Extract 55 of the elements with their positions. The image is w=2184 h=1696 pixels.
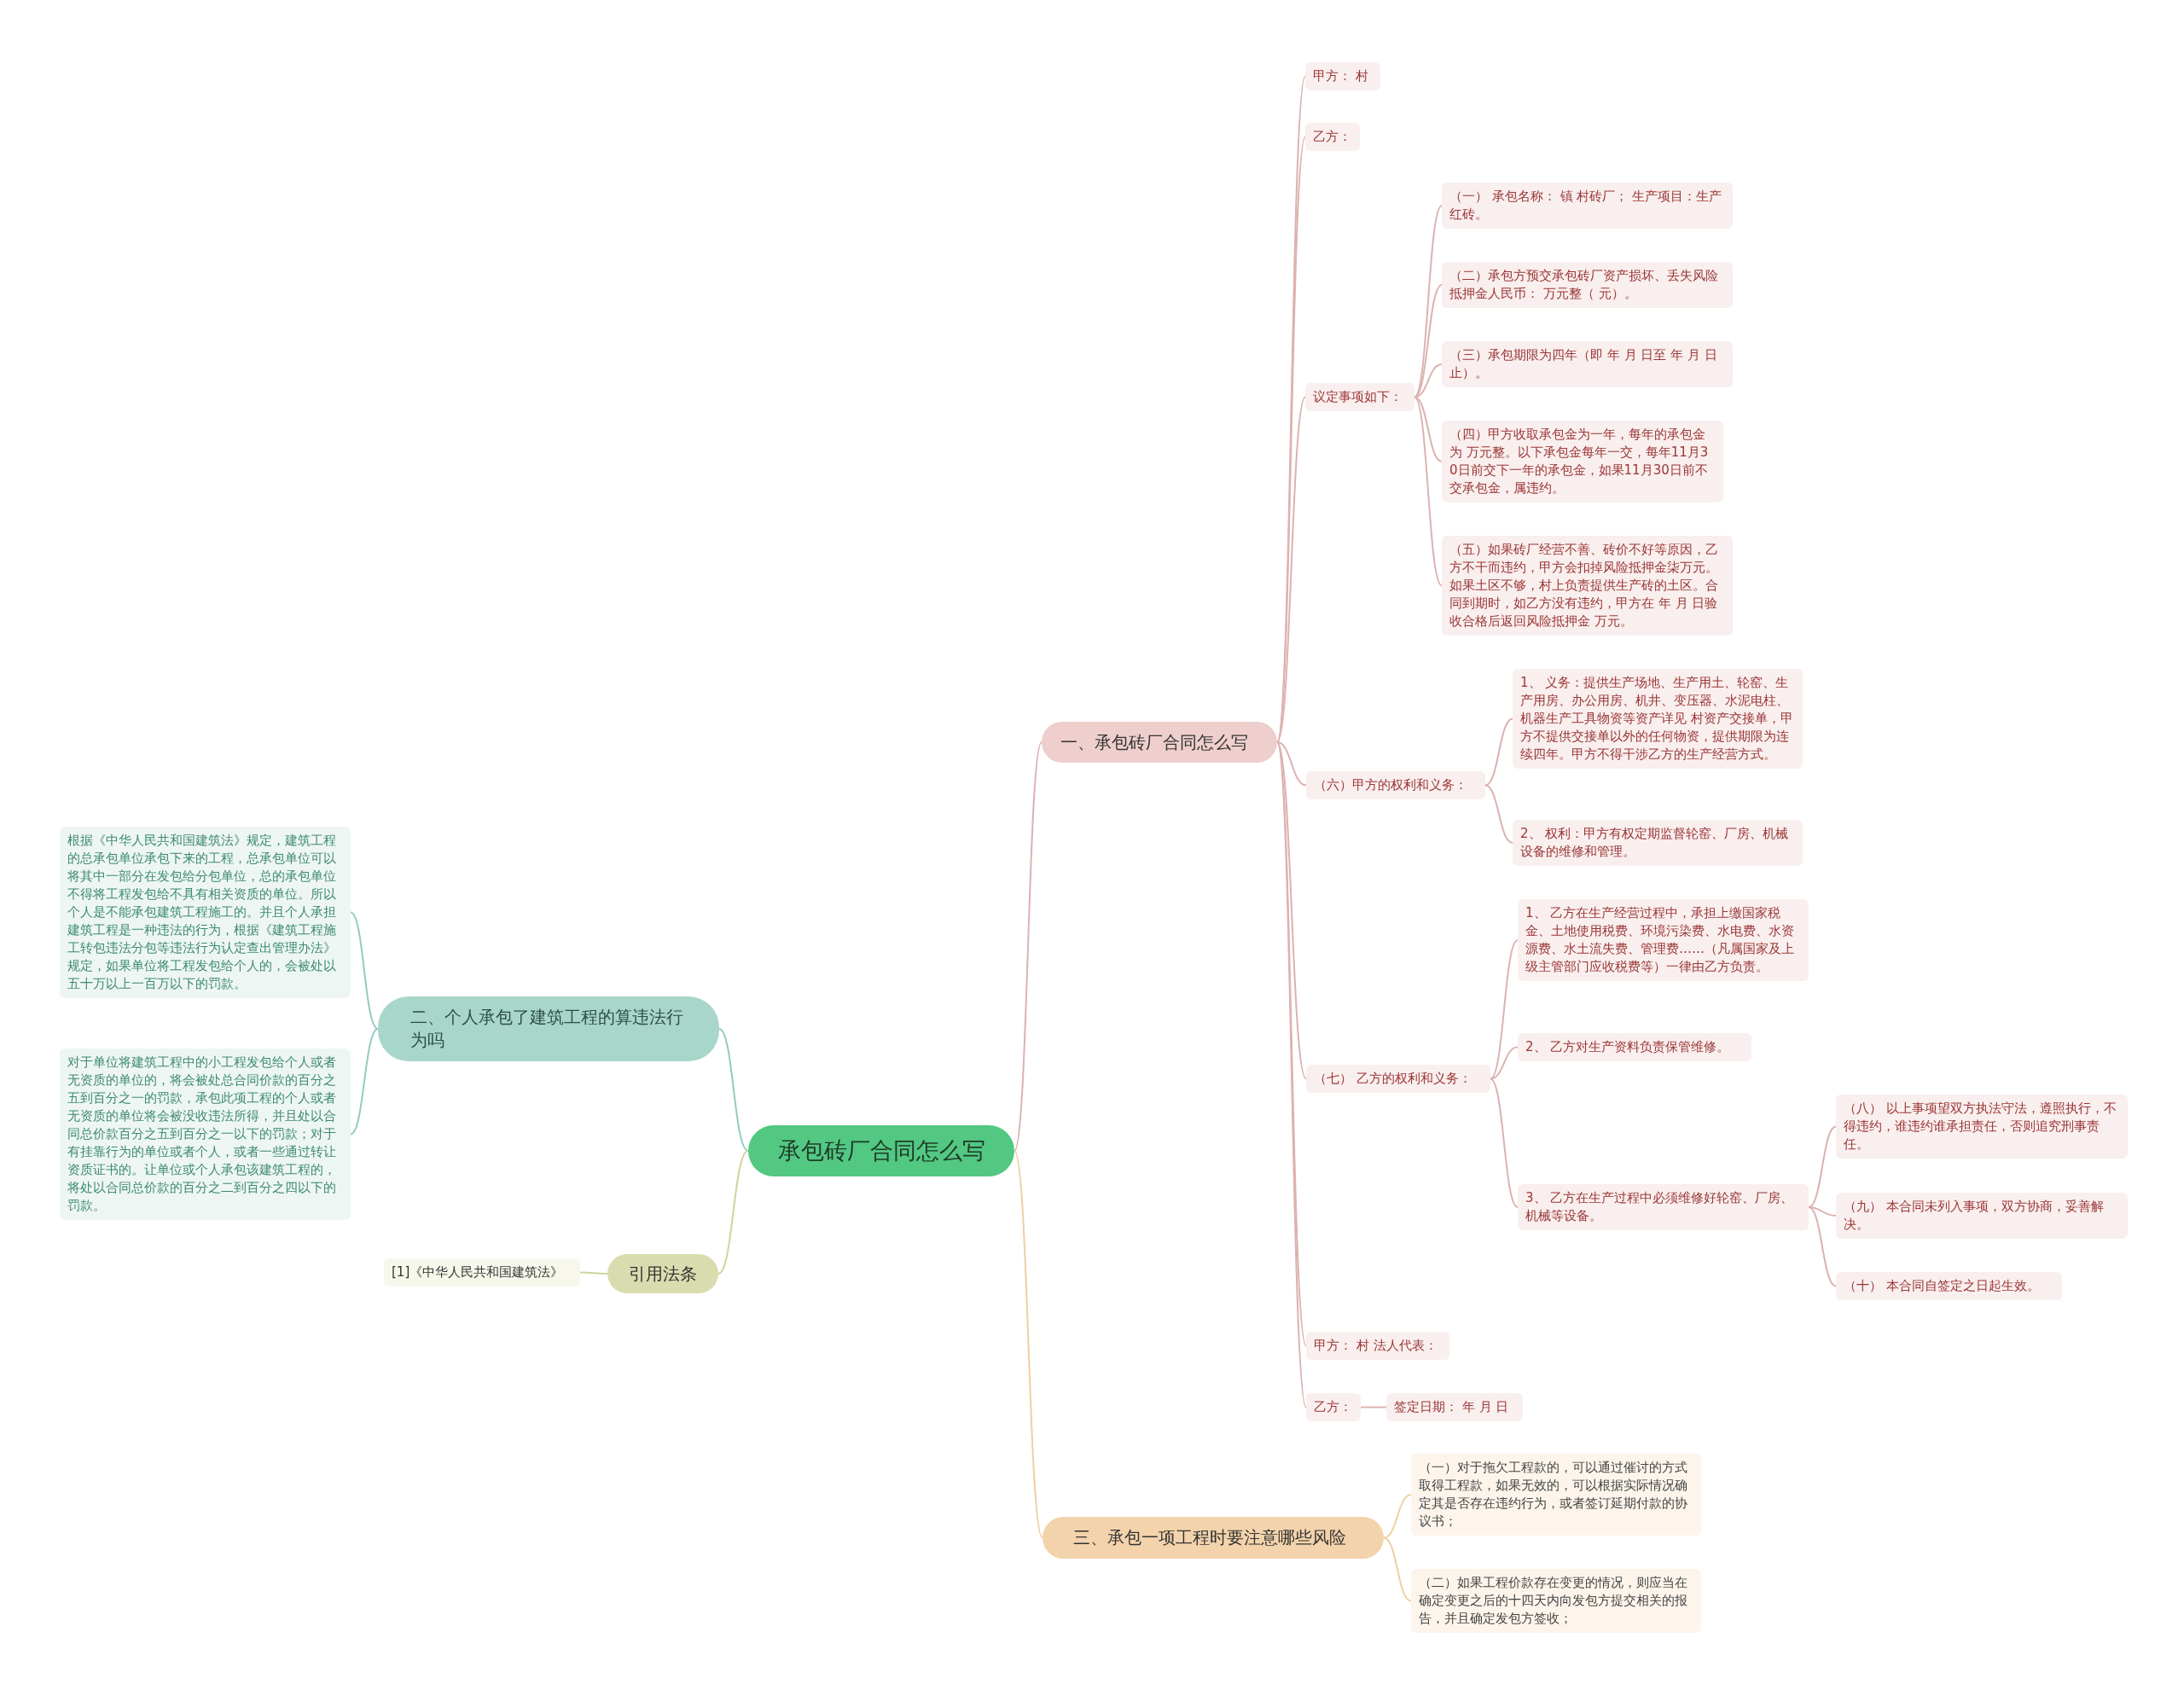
branch-topic: 一、承包砖厂合同怎么写 xyxy=(1042,722,1277,763)
subtopic-box: （一） 承包名称： 镇 村砖厂； 生产项目：生产红砖。 xyxy=(1442,183,1733,229)
connector-line xyxy=(1484,784,1513,844)
central-topic: 承包砖厂合同怎么写 xyxy=(748,1125,1014,1176)
subtopic-box: 甲方： 村 xyxy=(1305,62,1380,90)
connector-line xyxy=(717,1150,749,1275)
subtopic-box: 2、 乙方对生产资料负责保管维修。 xyxy=(1518,1033,1751,1061)
connector-line xyxy=(1490,1046,1519,1080)
connector-line xyxy=(1383,1494,1412,1539)
subtopic-box: 乙方： xyxy=(1306,1393,1361,1421)
subtopic-box: 对于单位将建筑工程中的小工程发包给个人或者无资质的单位的，将会被处总合同价款的百分之五到百分之一的罚款，承包此项工程的个人或者无资质的单位将会被没收违法所得，并且处以合同总价款百分之五到百分之一以下的罚款；对于有挂靠行为的单位或者个人，或者一些通过转让资质证书的。让单位或个人承包该建筑工程的，将处以合同总价款的百分之二到百分之四以下的罚款。 xyxy=(60,1048,351,1220)
subtopic-box: （七） 乙方的权利和义务： xyxy=(1306,1065,1490,1093)
connector-line xyxy=(1490,939,1519,1080)
connector-line xyxy=(1360,1406,1387,1408)
connector-line xyxy=(1414,284,1443,398)
connector-line xyxy=(1484,717,1513,787)
subtopic-box: 3、 乙方在生产过程中必须维修好轮窑、厂房、机械等设备。 xyxy=(1518,1184,1809,1230)
subtopic-box: （六）甲方的权利和义务： xyxy=(1306,771,1485,799)
subtopic-box: 1、 乙方在生产经营过程中，承担上缴国家税金、土地使用税费、环境污染费、水电费、水资源费、水土流失费、管理费……（凡属国家及上级主管部门应收税费等）一律由乙方负责。 xyxy=(1518,899,1809,981)
subtopic-box: 甲方： 村 法人代表： xyxy=(1306,1332,1449,1360)
connector-line xyxy=(579,1271,608,1275)
subtopic-box: 1、 义务：提供生产场地、生产用土、轮窑、生产用房、办公用房、机井、变压器、水泥电柱、机器生产工具物资等资产详见 村资产交接单，甲方不提供交接单以外的任何物资，提供期限为连续四年。甲方不得干涉乙方的生产经营方式。 xyxy=(1513,669,1803,769)
connector-line xyxy=(1276,741,1307,1080)
connector-line xyxy=(350,1028,379,1136)
connector-line xyxy=(1014,741,1043,1152)
connector-line xyxy=(1808,1125,1837,1208)
subtopic-box: （五）如果砖厂经营不善、砖价不好等原因，乙方不干而违约，甲方会扣掉风险抵押金柒万元。如果土区不够，村上负责提供生产砖的土区。合同到期时，如乙方没有违约，甲方在 年 月 日验收合格后返回风险抵押金 万元。 xyxy=(1442,536,1733,636)
subtopic-box: （二）承包方预交承包砖厂资产损坏、丢失风险抵押金人民币： 万元整（ 元）。 xyxy=(1442,262,1733,308)
subtopic-box: 根据《中华人民共和国建筑法》规定，建筑工程的总承包单位承包下来的工程，总承包单位可以将其中一部分在发包给分包单位，总的承包单位不得将工程发包给不具有相关资质的单位。所以个人是不能承包建筑工程施工的。并且个人承担建筑工程是一种违法的行为，根据《建筑工程施工转包违法分包等违法行为认定查出管理办法》规定，如果单位将工程发包给个人的，会被处以五十万以上一百万以下的罚款。 xyxy=(60,827,351,998)
connector-line xyxy=(718,1028,749,1152)
branch-topic: 引用法条 xyxy=(607,1254,718,1293)
branch-topic: 三、承包一项工程时要注意哪些风险 xyxy=(1043,1517,1384,1559)
subtopic-box: （十） 本合同自签定之日起生效。 xyxy=(1836,1272,2062,1300)
subtopic-box: （四）甲方收取承包金为一年，每年的承包金为 万元整。以下承包金每年一交，每年11月30日前交下一年的承包金，如果11月30日前不交承包金，属违约。 xyxy=(1442,421,1723,502)
subtopic-box: [1]《中华人民共和国建筑法》 xyxy=(384,1258,580,1287)
subtopic-box: （二）如果工程价款存在变更的情况，则应当在确定变更之后的十四天内向发包方提交相关的报告，并且确定发包方签收； xyxy=(1411,1569,1701,1633)
connector-line xyxy=(1414,396,1443,587)
subtopic-box: （九） 本合同未列入事项，双方协商，妥善解决。 xyxy=(1836,1193,2128,1239)
connector-line xyxy=(1414,205,1443,398)
connector-line xyxy=(350,911,379,1030)
connector-line xyxy=(1014,1150,1043,1539)
subtopic-box: 2、 权利：甲方有权定期监督轮窑、厂房、机械设备的维修和管理。 xyxy=(1513,820,1803,866)
subtopic-box: 乙方： xyxy=(1305,123,1360,151)
connector-line xyxy=(1383,1536,1412,1602)
branch-topic: 二、个人承包了建筑工程的算违法行为吗 xyxy=(378,996,719,1061)
connector-line xyxy=(1490,1077,1519,1208)
subtopic-box: （一）对于拖欠工程款的，可以通过催讨的方式取得工程款，如果无效的，可以根据实际情况确定其是否存在违约行为，或者签订延期付款的协议书； xyxy=(1411,1454,1701,1536)
subtopic-box: （三）承包期限为四年（即 年 月 日至 年 月 日止）。 xyxy=(1442,341,1733,387)
subtopic-box: 签定日期： 年 月 日 xyxy=(1386,1393,1523,1421)
connector-line xyxy=(1276,396,1306,743)
subtopic-box: （八） 以上事项望双方执法守法，遵照执行，不得违约，谁违约谁承担责任，否则追究刑事责任。 xyxy=(1836,1095,2128,1159)
connector-line xyxy=(1414,396,1443,462)
connector-line xyxy=(1808,1206,1837,1287)
connector-line xyxy=(1276,741,1307,787)
subtopic-box: 议定事项如下： xyxy=(1305,383,1414,411)
